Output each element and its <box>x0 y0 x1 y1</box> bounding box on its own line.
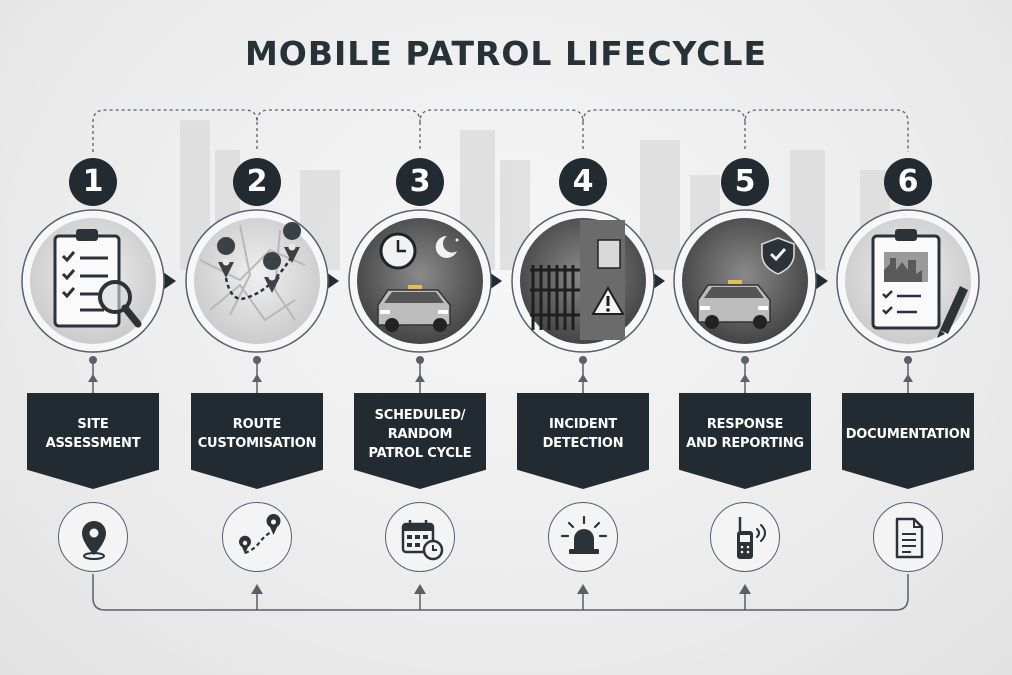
clipboard-checklist-magnifier-icon <box>21 209 165 353</box>
fence-warning-icon <box>511 209 655 353</box>
step-6: 6 DOCUMENTATION <box>833 0 983 675</box>
route-path-icon <box>222 502 292 572</box>
step-3: 3 SCHEDULED/ RANDOM PATROL CYCLE <box>345 0 495 675</box>
step-banner: SCHEDULED/ RANDOM PATROL CYCLE <box>354 393 486 489</box>
step-label: SITE ASSESSMENT <box>45 417 141 451</box>
step-number-badge: 4 <box>559 158 607 206</box>
alarm-siren-icon <box>548 502 618 572</box>
patrol-car-shield-icon <box>673 209 817 353</box>
step-4: 4 INCIDENT DETECTION <box>508 0 658 675</box>
diagram-title: MOBILE PATROL LIFECYCLE <box>244 34 768 73</box>
step-1: 1 SITE ASSESSMENT <box>18 0 168 675</box>
step-label: DOCUMENTATION <box>845 426 971 442</box>
document-icon <box>873 502 943 572</box>
step-banner: INCIDENT DETECTION <box>517 393 649 489</box>
step-banner: RESPONSE AND REPORTING <box>679 393 811 489</box>
step-banner: SITE ASSESSMENT <box>27 393 159 489</box>
step-label: ROUTE CUSTOMISATION <box>197 417 317 451</box>
step-2: 2 ROUTE CUSTOMISATION <box>182 0 332 675</box>
step-banner: ROUTE CUSTOMISATION <box>191 393 323 489</box>
step-number-badge: 1 <box>69 158 117 206</box>
step-label: SCHEDULED/ RANDOM PATROL CYCLE <box>368 407 472 461</box>
step-number-badge: 5 <box>721 158 769 206</box>
two-way-radio-icon <box>710 502 780 572</box>
clipboard-report-pen-icon <box>836 209 980 353</box>
step-banner: DOCUMENTATION <box>842 393 974 489</box>
step-number-badge: 6 <box>884 158 932 206</box>
route-map-pins-icon <box>185 209 329 353</box>
patrol-car-clock-moon-icon <box>348 209 492 353</box>
step-number-badge: 3 <box>396 158 444 206</box>
step-label: RESPONSE AND REPORTING <box>686 417 804 451</box>
step-5: 5 RESPONSE AND REPORTING <box>670 0 820 675</box>
step-number-badge: 2 <box>233 158 281 206</box>
step-label: INCIDENT DETECTION <box>542 417 624 451</box>
calendar-clock-icon <box>385 502 455 572</box>
location-pin-icon <box>58 502 128 572</box>
